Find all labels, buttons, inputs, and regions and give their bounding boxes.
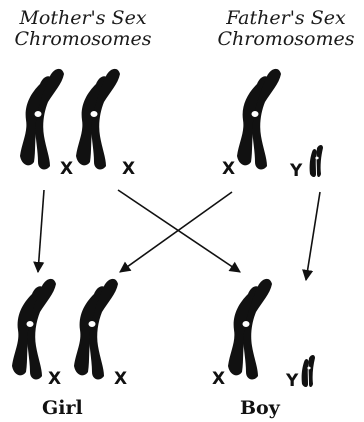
girl-x-chromosome-2	[74, 278, 118, 380]
mother-heading-line1: Mother's Sex	[19, 7, 147, 29]
boy-y-chromosome	[301, 355, 315, 387]
father-x-label: X	[222, 159, 236, 179]
boy-y-label: Y	[286, 371, 299, 391]
inheritance-arrows	[33, 189, 321, 282]
mother-x-chromosome-2	[76, 68, 120, 170]
mother-x2-label: X	[122, 159, 136, 179]
arrow-mother-x1-to-girl	[33, 189, 45, 274]
girl-x2-label: X	[114, 369, 128, 389]
father-heading-line2: Chromosomes	[217, 28, 355, 50]
father-y-label: Y	[290, 161, 303, 181]
girl-x1-label: X	[48, 369, 62, 389]
arrow-father-x-to-girl	[119, 191, 233, 273]
mother-heading-line2: Chromosomes	[14, 28, 152, 50]
arrow-mother-x2-to-boy	[117, 189, 241, 273]
arrow-father-y-to-boy	[302, 191, 321, 282]
mother-x1-label: X	[60, 159, 74, 179]
boy-label: Boy	[240, 397, 280, 419]
father-x-chromosome	[237, 68, 281, 170]
boy-x-chromosome	[228, 278, 272, 380]
father-heading: Father's Sex Chromosomes	[210, 8, 362, 50]
father-heading-line1: Father's Sex	[226, 7, 346, 29]
father-y-chromosome	[309, 145, 323, 177]
boy-x-label: X	[212, 369, 226, 389]
mother-heading: Mother's Sex Chromosomes	[8, 8, 158, 50]
girl-x-chromosome-1	[12, 278, 56, 380]
mother-x-chromosome-1	[20, 68, 64, 170]
girl-label: Girl	[42, 397, 83, 419]
